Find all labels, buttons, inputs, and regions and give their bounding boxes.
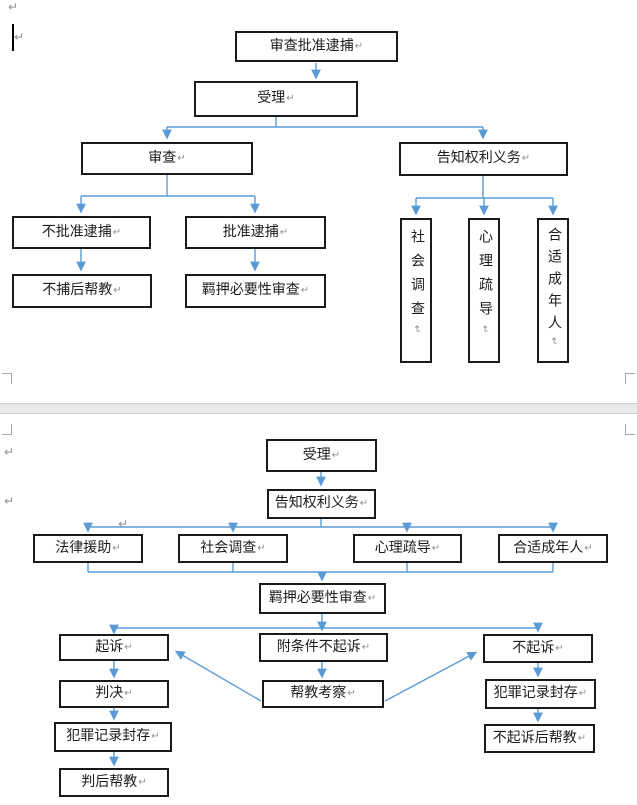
paragraph-mark: ↵: [331, 449, 341, 461]
paragraph-mark: ↵: [124, 641, 133, 653]
paragraph-mark: ↵: [286, 93, 295, 104]
paragraph-mark: ↵: [4, 494, 15, 508]
node-label: 判后帮教: [81, 774, 138, 790]
paragraph-mark: ↵: [300, 285, 310, 296]
p2-node-inform-rights[interactable]: 告知权利义务↵: [267, 489, 376, 519]
p2-node-appropriate-adult[interactable]: 合适成年人↵: [498, 534, 608, 563]
p1-node-review[interactable]: 审查↵: [81, 142, 253, 175]
paragraph-mark: ↵: [431, 542, 441, 554]
node-label: 不批准逮捕: [41, 224, 112, 240]
node-label: 审查: [148, 150, 177, 166]
margin-crop-mark: [2, 424, 12, 435]
node-label: 心理疏导: [374, 540, 431, 556]
paragraph-mark: ↵: [4, 445, 15, 459]
node-label: 帮教考察: [290, 686, 347, 701]
node-label: 不起诉: [512, 640, 555, 656]
paragraph-mark: ↵: [577, 732, 587, 744]
node-label: 告知权利义务: [436, 151, 521, 166]
margin-crop-mark: [625, 373, 635, 384]
paragraph-mark: ↵: [361, 641, 371, 653]
paragraph-mark: ↵: [118, 517, 129, 531]
paragraph-mark: ↵: [113, 285, 122, 296]
p2-node-judgment[interactable]: 判决↵: [59, 680, 169, 708]
paragraph-mark: ↵: [584, 542, 593, 554]
node-label: 不捕后帮教: [42, 283, 113, 298]
paragraph-mark: ↵: [112, 542, 121, 554]
p2-node-prosecute[interactable]: 起诉↵: [59, 634, 169, 661]
paragraph-mark: ↵: [354, 40, 364, 52]
p1-node-review-approve-arrest[interactable]: 审查批准逮捕↵: [235, 31, 398, 62]
p1-node-no-approve-arrest[interactable]: 不批准逮捕↵: [12, 216, 151, 249]
paragraph-mark: ↵: [479, 325, 490, 344]
p1-node-psych-counseling[interactable]: 心理疏导↵: [468, 218, 500, 363]
node-label: 受理: [302, 447, 331, 463]
p1-node-help-after-no-arrest[interactable]: 不捕后帮教↵: [12, 274, 152, 308]
paragraph-mark: ↵: [112, 226, 122, 238]
paragraph-mark: ↵: [359, 498, 369, 509]
p2-node-help-after-non-prosecution[interactable]: 不起诉后帮教↵: [484, 724, 595, 753]
node-label: 犯罪记录封存: [493, 686, 578, 701]
p1-node-detention-necessity-review[interactable]: 羁押必要性审查↵: [185, 274, 326, 308]
p2-node-legal-aid[interactable]: 法律援助↵: [33, 534, 143, 563]
p2-node-record-sealing-left[interactable]: 犯罪记录封存↵: [54, 722, 172, 752]
p1-node-approve-arrest[interactable]: 批准逮捕↵: [185, 216, 326, 249]
paragraph-mark: ↵: [347, 688, 356, 699]
p1-node-appropriate-adult[interactable]: 合适成年人↵: [537, 218, 569, 363]
p2-node-record-sealing-right[interactable]: 犯罪记录封存↵: [485, 679, 596, 709]
margin-crop-mark: [2, 373, 12, 384]
paragraph-mark: ↵: [177, 152, 186, 164]
node-label: 告知权利义务: [274, 496, 359, 511]
node-label: 犯罪记录封存: [66, 729, 151, 744]
paragraph-mark: ↵: [124, 688, 133, 699]
node-label: 不起诉后帮教: [492, 730, 577, 746]
p1-node-social-investigation[interactable]: 社会调查↵: [400, 218, 432, 363]
paragraph-mark: ↵: [367, 592, 377, 604]
node-label: 起诉: [95, 639, 124, 655]
node-label: 社会调查: [409, 229, 424, 325]
paragraph-mark: ↵: [521, 153, 531, 164]
margin-crop-mark: [625, 424, 635, 435]
node-label: 羁押必要性审查: [268, 590, 367, 606]
paragraph-mark: ↵: [8, 0, 19, 14]
text-cursor: [12, 24, 14, 51]
paragraph-mark: ↵: [138, 776, 147, 788]
node-label: 法律援助: [55, 540, 112, 556]
node-label: 合适成年人: [546, 227, 561, 337]
page-gap: [0, 403, 637, 414]
paragraph-mark: ↵: [279, 226, 289, 238]
node-label: 受理: [257, 91, 286, 106]
p2-node-psych-counseling[interactable]: 心理疏导↵: [353, 534, 462, 563]
p2-node-accept[interactable]: 受理↵: [266, 439, 377, 472]
node-label: 审查批准逮捕: [269, 38, 354, 54]
p2-node-social-investigation[interactable]: 社会调查↵: [178, 534, 288, 563]
node-label: 附条件不起诉: [276, 639, 361, 655]
p1-node-accept[interactable]: 受理↵: [194, 81, 358, 117]
p2-node-help-observation[interactable]: 帮教考察↵: [262, 680, 384, 708]
paragraph-mark: ↵: [555, 642, 564, 654]
p2-node-help-after-judgment[interactable]: 判后帮教↵: [59, 768, 169, 797]
paragraph-mark: ↵: [578, 688, 588, 699]
paragraph-mark: ↵: [257, 542, 266, 554]
paragraph-mark: ↵: [151, 731, 160, 742]
paragraph-mark: ↵: [14, 30, 25, 44]
node-label: 合适成年人: [513, 540, 584, 556]
node-label: 羁押必要性审查: [201, 283, 300, 298]
node-label: 社会调查: [200, 540, 257, 556]
node-label: 判决: [95, 686, 124, 701]
p2-node-conditional-non-prosecution[interactable]: 附条件不起诉↵: [259, 633, 388, 662]
p2-node-detention-necessity-review[interactable]: 羁押必要性审查↵: [259, 583, 386, 614]
p1-node-inform-rights[interactable]: 告知权利义务↵: [399, 142, 568, 176]
node-label: 批准逮捕: [222, 224, 279, 240]
paragraph-mark: ↵: [411, 325, 422, 344]
paragraph-mark: ↵: [548, 337, 559, 354]
p2-node-non-prosecution[interactable]: 不起诉↵: [483, 634, 593, 663]
node-label: 心理疏导: [477, 229, 492, 325]
